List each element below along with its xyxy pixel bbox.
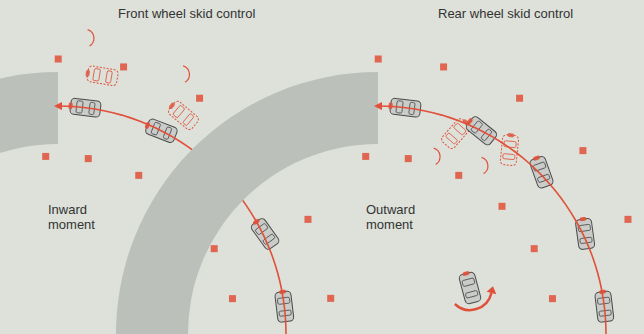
cone bbox=[624, 216, 631, 223]
yaw-arrow bbox=[183, 66, 189, 82]
cone bbox=[304, 216, 311, 223]
cone bbox=[362, 153, 369, 160]
cone bbox=[405, 155, 412, 162]
rear-skid-panel bbox=[116, 56, 644, 334]
road bbox=[116, 72, 378, 334]
cone bbox=[440, 63, 447, 70]
cone bbox=[55, 56, 62, 63]
yaw-arrow bbox=[88, 30, 94, 46]
moment-arrow bbox=[455, 293, 492, 310]
cone bbox=[499, 203, 506, 210]
cone bbox=[120, 63, 127, 70]
cone bbox=[327, 295, 334, 302]
moment-label: Outward moment bbox=[366, 202, 428, 232]
cone bbox=[579, 147, 586, 154]
yaw-arrow bbox=[434, 148, 440, 164]
car bbox=[458, 270, 482, 305]
car bbox=[500, 132, 519, 165]
cone bbox=[42, 153, 49, 160]
moment-arrowhead bbox=[487, 286, 497, 294]
car bbox=[575, 216, 595, 250]
panel-title: Rear wheel skid control bbox=[438, 6, 638, 21]
cone bbox=[229, 295, 236, 302]
moment-label: Inward moment bbox=[48, 202, 110, 232]
cone bbox=[455, 172, 462, 179]
cone bbox=[85, 155, 92, 162]
yaw-arrow bbox=[482, 157, 488, 173]
car bbox=[84, 65, 118, 86]
cone bbox=[531, 245, 538, 252]
cone bbox=[549, 295, 556, 302]
panel-title: Front wheel skid control bbox=[118, 6, 318, 21]
car bbox=[249, 215, 281, 250]
cone bbox=[516, 95, 523, 102]
cone bbox=[375, 56, 382, 63]
cone bbox=[135, 172, 142, 179]
cone bbox=[211, 245, 218, 252]
cone bbox=[196, 95, 203, 102]
